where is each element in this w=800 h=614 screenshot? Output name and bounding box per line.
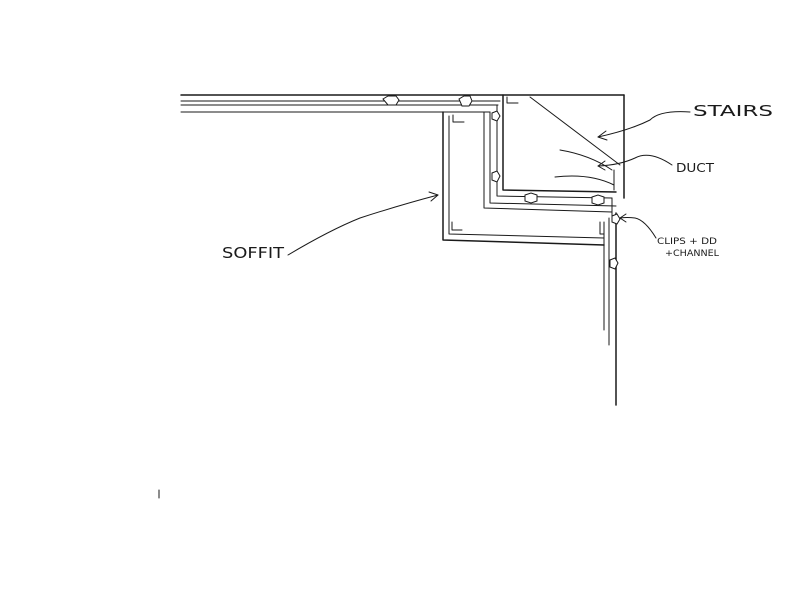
corner-brackets — [451, 96, 605, 235]
leader-soffit — [287, 191, 439, 256]
label-clips-line1: CLIPS + DD — [657, 237, 717, 247]
right-wall — [603, 94, 625, 406]
clip-marks — [382, 95, 621, 270]
ceiling-lines — [180, 94, 625, 113]
stair-enclosure — [483, 94, 617, 223]
label-soffit: SOFFIT — [222, 244, 285, 262]
soffit-box — [442, 111, 605, 246]
label-clips-line2: +CHANNEL — [665, 249, 719, 259]
leader-clips — [619, 213, 657, 239]
leader-stairs — [597, 111, 691, 141]
leader-duct — [597, 154, 673, 171]
label-duct: DUCT — [676, 161, 715, 175]
label-stairs: STAIRS — [693, 102, 773, 120]
duct-outline — [554, 149, 615, 191]
stairs-diagonal — [529, 96, 621, 166]
